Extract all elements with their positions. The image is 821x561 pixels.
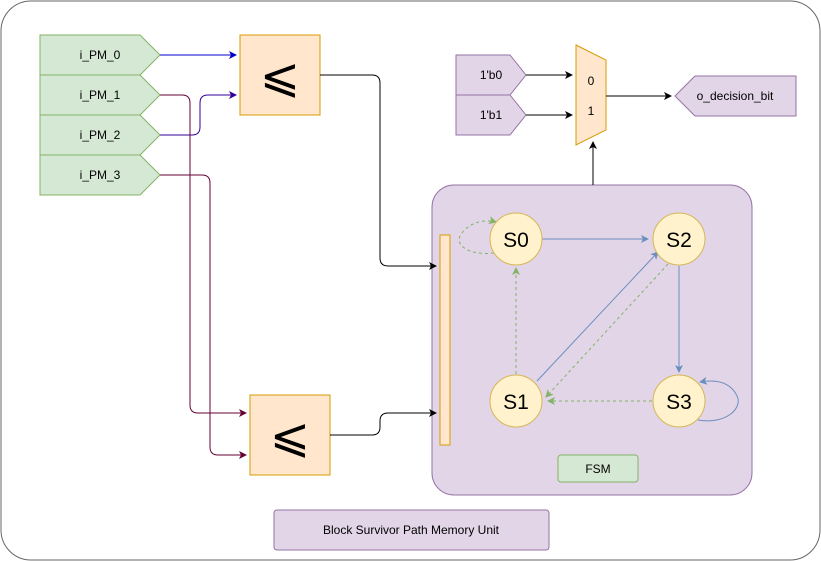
state-s3: S3 [652,374,706,428]
register-bar [439,234,451,446]
wire-pm2 [160,91,237,136]
comparator-top: ⩽ [239,34,321,116]
unit-label-box [273,509,550,551]
unit-label: Block Survivor Path Memory Unit [323,523,500,537]
state-s2: S2 [652,212,706,266]
fsm-label-box [557,454,639,483]
svg-text:⩽: ⩽ [270,408,310,464]
fsm-label: FSM [585,462,610,476]
svg-text:S0: S0 [503,229,529,252]
svg-text:o_decision_bit: o_decision_bit [697,89,774,103]
svg-text:i_PM_2: i_PM_2 [80,128,121,142]
comparator-bottom: ⩽ [249,394,331,476]
input-i-pm-3: i_PM_3 [39,154,161,196]
input-i-pm-1: i_PM_1 [39,74,161,116]
svg-text:0: 0 [588,74,595,88]
wire-cmp-bottom-out [330,409,437,436]
svg-text:⩽: ⩽ [260,48,300,104]
const-1b0: 1'b0 [455,54,527,96]
svg-text:i_PM_0: i_PM_0 [80,48,121,62]
svg-text:i_PM_1: i_PM_1 [80,88,121,102]
svg-text:S3: S3 [666,391,692,414]
wire-pm1 [160,94,247,417]
output-o-decision-bit: o_decision_bit [674,75,797,117]
state-s0: S0 [489,212,543,266]
svg-text:i_PM_3: i_PM_3 [80,168,121,182]
input-i-pm-0: i_PM_0 [39,34,161,76]
svg-text:S1: S1 [503,391,529,414]
wire-cmp-top-out [320,74,437,270]
edge-s2-s1 [545,263,669,398]
const-1b1: 1'b1 [455,94,527,136]
edge-s0-s0 [458,216,497,254]
edge-s1-s2 [536,251,659,382]
svg-text:S2: S2 [666,229,692,252]
edge-s3-s3 [697,376,739,422]
svg-text:1'b1: 1'b1 [480,108,503,122]
svg-text:1'b0: 1'b0 [480,68,503,82]
input-i-pm-2: i_PM_2 [39,114,161,156]
mux: 0 1 [575,44,607,146]
wire-pm3 [160,174,247,459]
svg-text:1: 1 [588,104,595,118]
state-s1: S1 [489,374,543,428]
